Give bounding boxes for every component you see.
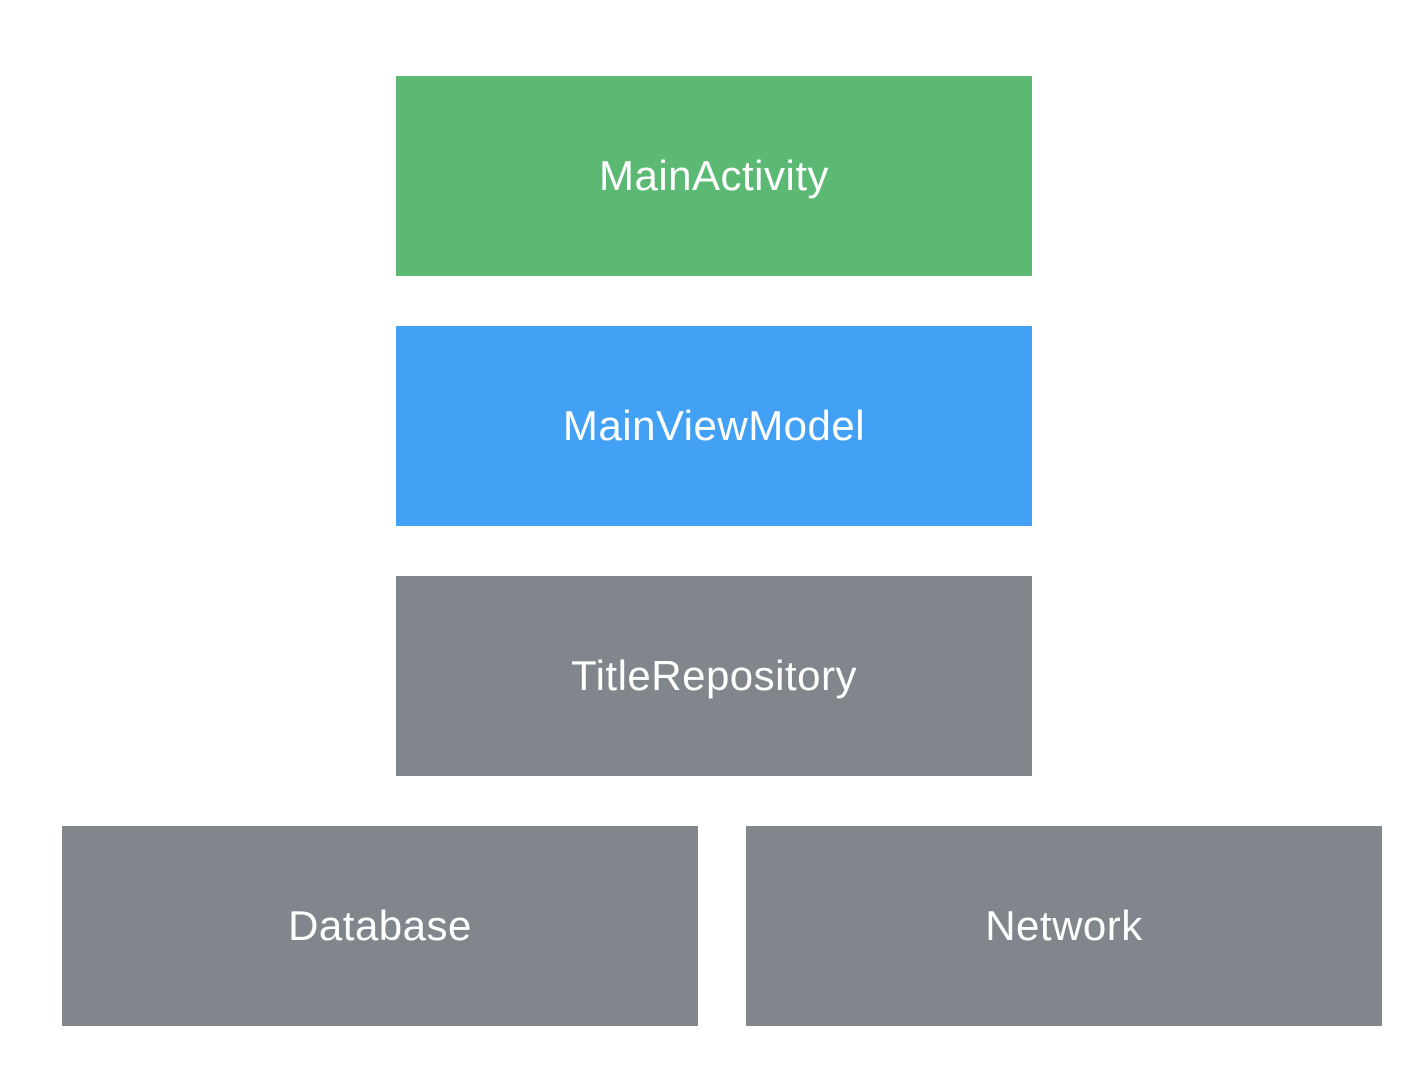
box-label-title-repository: TitleRepository	[570, 652, 858, 699]
box-label-main-activity: MainActivity	[598, 152, 830, 199]
box-label-database: Database	[288, 902, 472, 949]
diagram-box-network: Network	[746, 826, 1382, 1026]
box-label-network: Network	[985, 902, 1143, 949]
diagram-box-title-repository: TitleRepository	[396, 576, 1032, 776]
box-label-main-view-model: MainViewModel	[562, 402, 866, 449]
diagram-box-main-activity: MainActivity	[396, 76, 1032, 276]
diagram-box-database: Database	[62, 826, 698, 1026]
diagram-box-main-view-model: MainViewModel	[396, 326, 1032, 526]
